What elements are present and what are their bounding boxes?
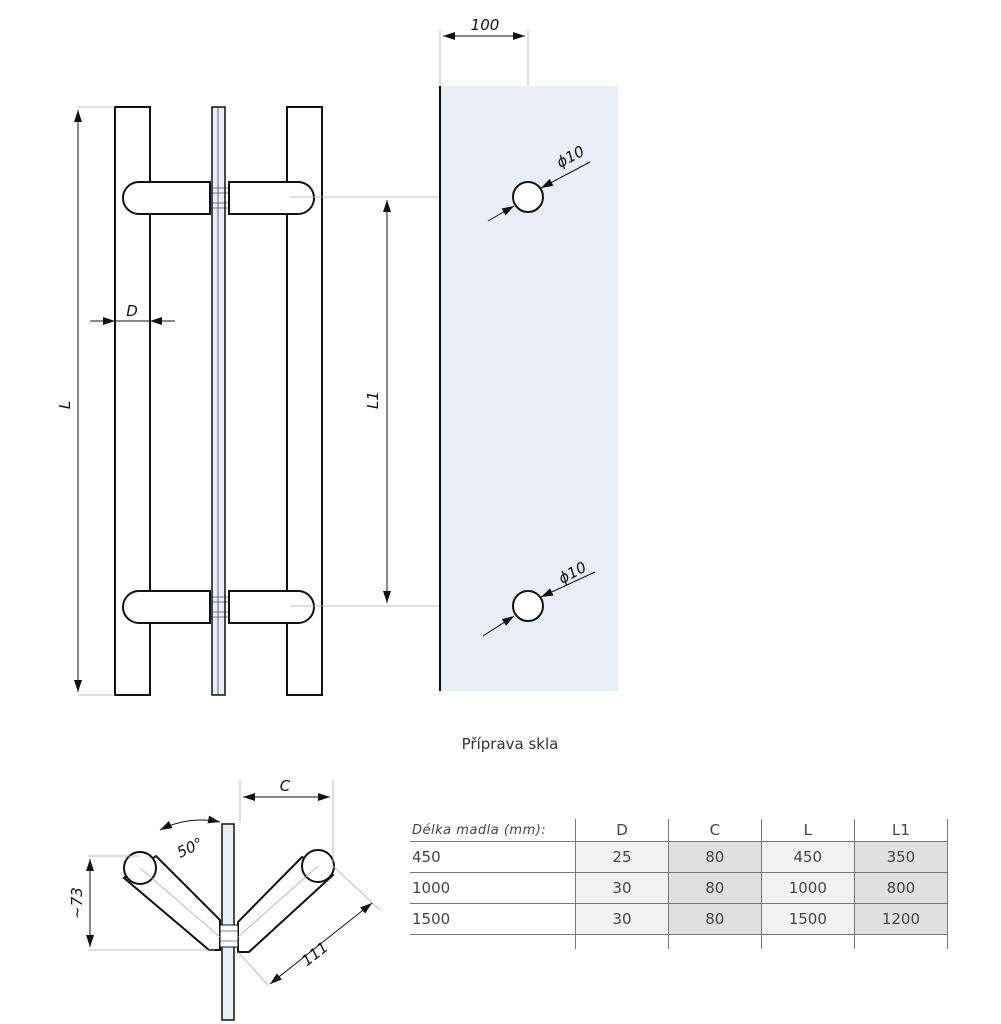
bottom-hole xyxy=(512,590,544,622)
header-L: L xyxy=(760,819,855,842)
cell-length: 1000 xyxy=(410,872,576,904)
cell-L: 1000 xyxy=(760,872,855,904)
dimension-L-label: L xyxy=(56,401,74,409)
dimension-L1-label: L1 xyxy=(364,391,382,409)
left-handle-bar xyxy=(114,106,151,696)
dimension-100-label: 100 xyxy=(471,16,500,34)
top-right-standoff xyxy=(228,181,315,215)
cell-length: 1500 xyxy=(410,903,576,935)
dimension-73-label: ~73 xyxy=(68,887,86,919)
front-view xyxy=(114,106,323,696)
cell-D: 30 xyxy=(575,872,669,904)
header-C: C xyxy=(667,819,762,842)
top-hole xyxy=(512,181,544,213)
table-row: 450 25 80 450 350 xyxy=(410,841,949,873)
cell-D: 25 xyxy=(575,841,669,873)
table-spacer-row xyxy=(410,934,949,949)
bottom-left-standoff xyxy=(122,590,211,624)
cell-L1: 1200 xyxy=(853,903,949,935)
dimension-111-label: 111 xyxy=(298,938,332,970)
dimensions-table: Délka madla (mm): D C L L1 450 25 80 450… xyxy=(410,819,949,949)
table-row: 1000 30 80 1000 800 xyxy=(410,872,949,904)
cell-L1: 350 xyxy=(853,841,949,873)
cell-L: 450 xyxy=(760,841,855,873)
dimension-C-label: C xyxy=(280,777,291,795)
cell-L1: 800 xyxy=(853,872,949,904)
cell-D: 30 xyxy=(575,903,669,935)
cell-L: 1500 xyxy=(760,903,855,935)
right-handle-bar xyxy=(286,106,323,696)
top-left-standoff xyxy=(122,181,211,215)
side-view: C ~73 50° 111 xyxy=(68,777,381,1021)
glass-section xyxy=(211,106,226,696)
cell-C: 80 xyxy=(667,903,762,935)
dimension-D-label: D xyxy=(126,302,138,320)
side-glass xyxy=(221,823,235,1021)
table-row: 1500 30 80 1500 1200 xyxy=(410,903,949,935)
cell-C: 80 xyxy=(667,872,762,904)
header-L1: L1 xyxy=(853,819,949,842)
cell-length: 450 xyxy=(410,841,576,873)
dimension-50-label: 50° xyxy=(174,834,206,862)
glass-preparation-caption: Příprava skla xyxy=(461,735,559,753)
header-D: D xyxy=(575,819,669,842)
cell-C: 80 xyxy=(667,841,762,873)
header-length: Délka madla (mm): xyxy=(410,819,576,842)
table-header-row: Délka madla (mm): D C L L1 xyxy=(410,819,949,842)
bottom-right-standoff xyxy=(228,590,315,624)
